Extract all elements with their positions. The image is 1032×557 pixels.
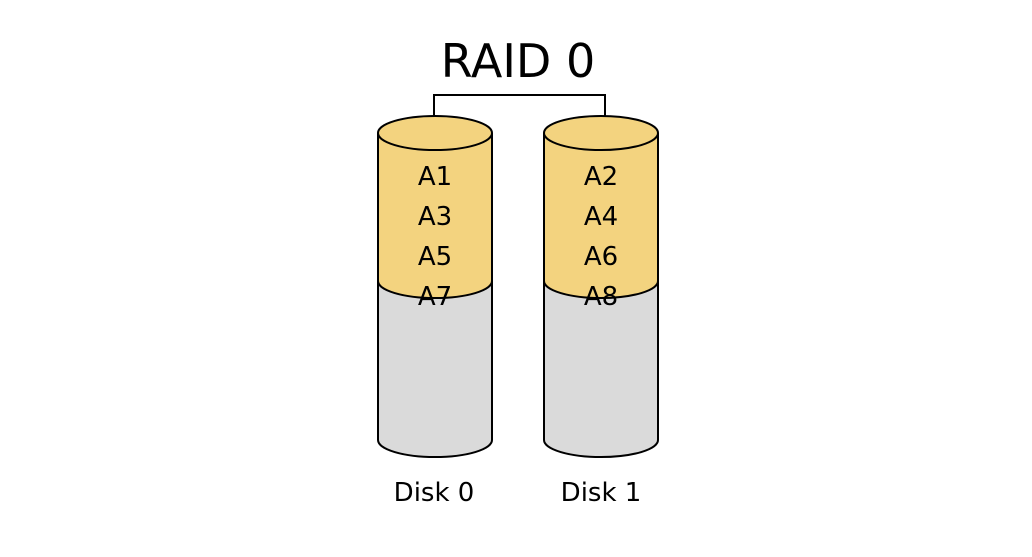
- block-label: A8: [584, 282, 618, 312]
- diagram-title: RAID 0: [441, 34, 595, 88]
- disk-block-segment: [543, 241, 659, 299]
- disk-0: A1 A3 A5 A7 Disk 0: [377, 115, 493, 508]
- block-label: A7: [418, 282, 452, 312]
- connector-bracket: [433, 94, 606, 133]
- block-label: A5: [418, 242, 452, 272]
- block-label: A2: [584, 162, 618, 192]
- disk-1: A2 A4 A6 A8 Disk 1: [543, 115, 659, 508]
- block-label: A1: [418, 162, 452, 192]
- disk-name-label: Disk 1: [561, 478, 642, 508]
- block-label: A3: [418, 202, 452, 232]
- block-label: A4: [584, 202, 618, 232]
- disk-top: [543, 115, 659, 151]
- disk-top: [377, 115, 493, 151]
- disk-name-label: Disk 0: [394, 478, 475, 508]
- block-label: A6: [584, 242, 618, 272]
- disk-block-segment: [377, 241, 493, 299]
